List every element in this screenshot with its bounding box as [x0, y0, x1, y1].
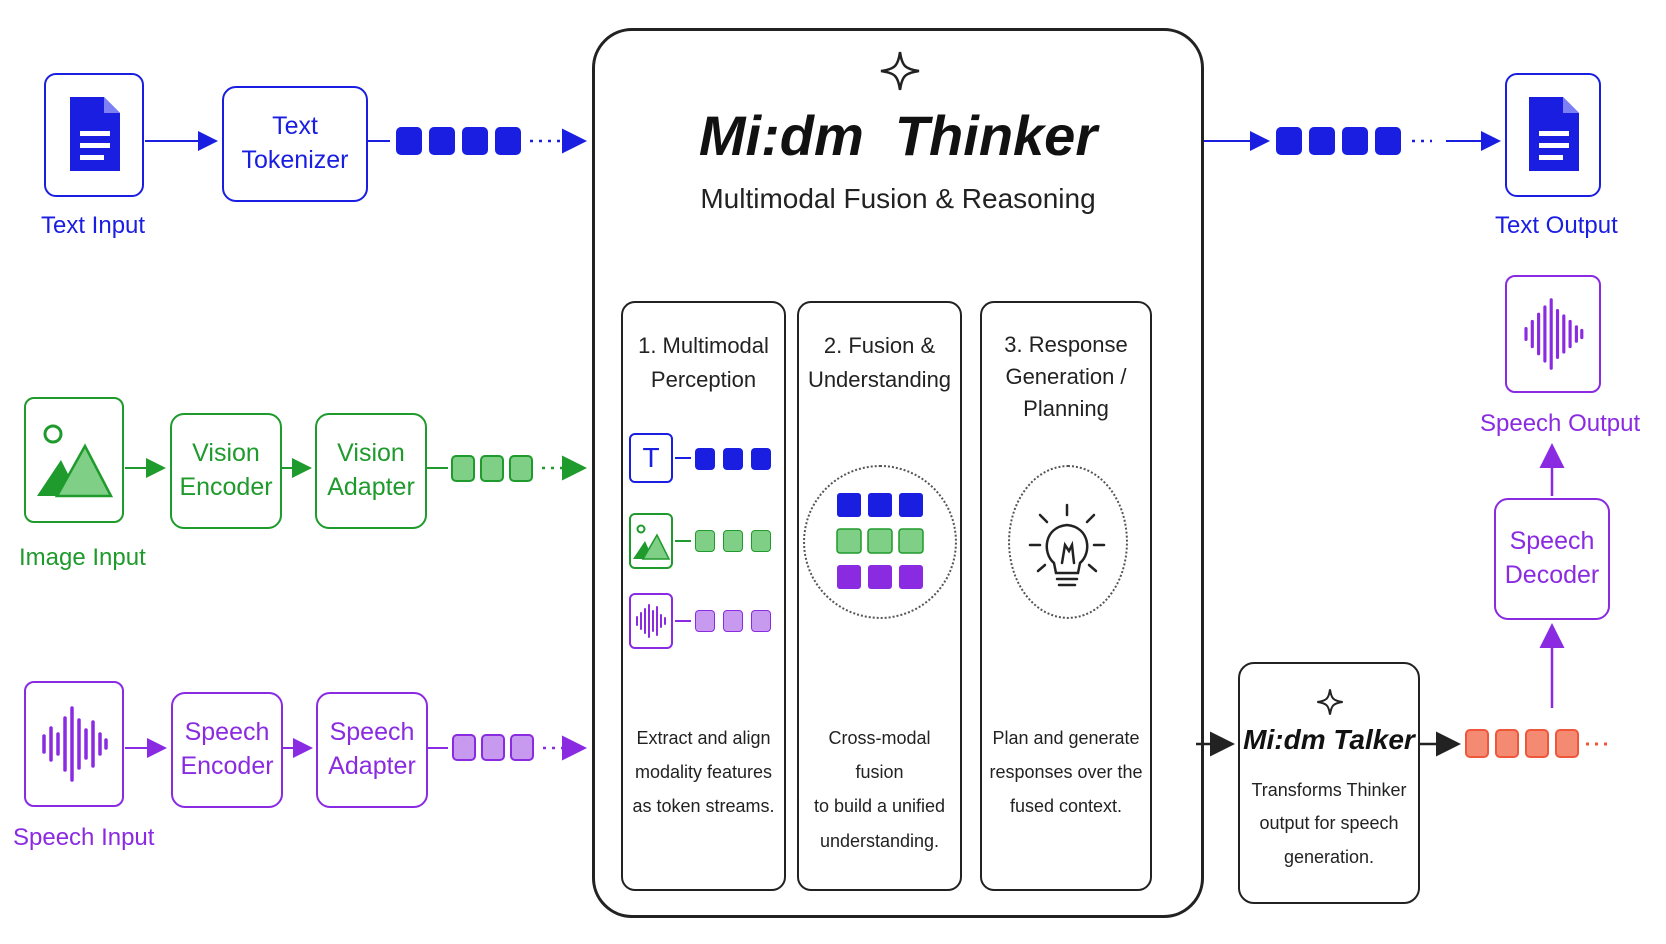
stage-2-desc: Cross-modal fusion to build a unified un… [813, 728, 946, 851]
stage-response-planning: 3. Response Generation / Planning Plan a… [980, 301, 1152, 891]
stage1-image-token-icon [629, 513, 673, 569]
midm-talker-panel: Mi:dm Talker Transforms Thinker output f… [1238, 662, 1420, 904]
sparkle-icon [880, 51, 920, 91]
image-icon [633, 524, 671, 560]
speech-input-tokens [452, 734, 534, 761]
stage1-image-tokens [695, 530, 785, 552]
speech-decoder-box: Speech Decoder [1494, 498, 1610, 620]
stage1-text-token-icon: T [629, 433, 673, 483]
speech-input-icon-box [24, 681, 124, 807]
speech-encoder-box: Speech Encoder [171, 692, 283, 808]
speech-input-label: Speech Input [13, 824, 155, 851]
waveform-icon [42, 706, 108, 782]
thinker-title: Mi:dm Thinker [698, 104, 1098, 167]
stage-fusion-understanding: 2. Fusion & Understanding Cross-modal fu… [797, 301, 962, 891]
thinker-subtitle: Multimodal Fusion & Reasoning [700, 183, 1096, 214]
image-input-icon-box [24, 397, 124, 523]
speech-output-label: Speech Output [1480, 410, 1641, 437]
vision-adapter-box: Vision Adapter [315, 413, 427, 529]
speech-output-icon-box [1505, 275, 1601, 393]
image-icon [37, 424, 113, 498]
speech-adapter-box: Speech Adapter [316, 692, 428, 808]
stage-3-desc: Plan and generate responses over the fus… [989, 728, 1143, 817]
stage-2-title: 2. Fusion & Understanding [807, 333, 952, 393]
stage1-speech-tokens [695, 610, 785, 632]
text-output-tokens [1276, 127, 1401, 155]
document-icon [1529, 97, 1579, 171]
stage1-image-arrow [675, 540, 691, 542]
stage1-speech-arrow [675, 620, 691, 622]
document-icon [70, 97, 120, 171]
image-input-tokens [451, 455, 533, 482]
waveform-icon [1524, 298, 1584, 370]
fusion-token-grid [803, 465, 957, 619]
text-tokenizer-box: Text Tokenizer [222, 86, 368, 202]
text-input-label: Text Input [41, 212, 146, 239]
lightbulb-icon [1008, 465, 1128, 619]
midm-thinker-panel: Mi:dm Thinker Multimodal Fusion & Reason… [592, 28, 1204, 918]
text-input-icon-box [44, 73, 144, 197]
vision-encoder-box: Vision Encoder [170, 413, 282, 529]
stage1-text-tokens [695, 448, 785, 470]
speech-output-tokens [1465, 729, 1579, 758]
stage1-speech-token-icon [629, 593, 673, 649]
talker-desc: Transforms Thinker output for speech gen… [1251, 780, 1407, 867]
text-input-tokens [396, 127, 521, 155]
stage-1-title: 1. Multimodal Perception [638, 333, 769, 393]
stage1-text-arrow [675, 457, 691, 459]
stage-3-title: 3. Response Generation / Planning [1004, 332, 1128, 421]
stage-multimodal-perception: 1. Multimodal Perception T Extract [621, 301, 786, 891]
text-output-icon-box [1505, 73, 1601, 197]
stage-1-desc: Extract and align modality features as t… [632, 728, 775, 817]
talker-title: Mi:dm Talker [1243, 724, 1415, 755]
waveform-icon [636, 604, 666, 638]
image-input-label: Image Input [19, 544, 146, 571]
text-output-label: Text Output [1495, 212, 1618, 239]
sparkle-icon [1317, 689, 1343, 715]
